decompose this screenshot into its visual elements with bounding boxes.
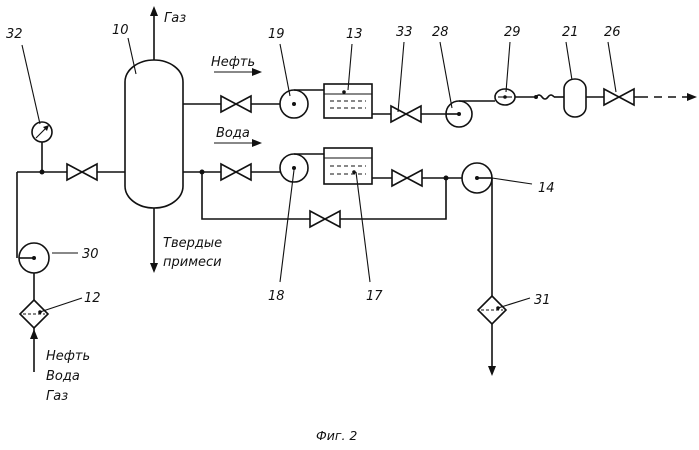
leader-lines [22, 38, 616, 312]
inlet-label-water: Вода [46, 369, 80, 384]
oil-output-arrow [687, 93, 697, 101]
solids-label-2: примеси [163, 255, 222, 270]
label-14: 14 [538, 181, 555, 196]
solids-outlet-arrow [150, 263, 158, 273]
label-29: 29 [504, 25, 521, 40]
inlet-label-oil: Нефть [46, 349, 90, 364]
water-output-arrow [488, 366, 496, 376]
water-line-label: Вода [216, 126, 250, 141]
valve-33-icon [391, 106, 421, 122]
inlet-valve-icon [67, 164, 97, 180]
oil-line-label: Нефть [211, 55, 255, 70]
pressure-gauge-32-icon [32, 122, 52, 142]
label-28: 28 [432, 25, 449, 40]
label-13: 13 [346, 27, 363, 42]
filter-12-icon [20, 300, 48, 328]
flexible-hose-icon [536, 95, 554, 99]
label-33: 33 [396, 25, 413, 40]
water-flow-arrow [252, 139, 262, 147]
inlet-label-gas: Газ [46, 389, 68, 404]
gas-outlet-arrow [150, 6, 158, 16]
label-19: 19 [268, 27, 285, 42]
label-12: 12 [84, 291, 101, 306]
inlet-feed-arrow [30, 329, 38, 339]
pump-30-icon [19, 243, 49, 273]
label-17: 17 [366, 289, 383, 304]
label-32: 32 [6, 27, 23, 42]
meter-28-icon [446, 101, 472, 127]
pump-14-icon [462, 163, 492, 193]
label-30: 30 [82, 247, 99, 262]
water-valve-icon [221, 164, 251, 180]
bypass-valve-icon [310, 211, 340, 227]
valve-26-icon [604, 89, 634, 105]
instrument-29-icon [495, 89, 515, 105]
label-18: 18 [268, 289, 285, 304]
water-valve-2-icon [392, 170, 422, 186]
label-26: 26 [604, 25, 621, 40]
label-21: 21 [562, 25, 579, 40]
gas-top-label: Газ [164, 11, 186, 26]
oil-valve-icon [221, 96, 251, 112]
vessel-21-icon [564, 79, 586, 117]
filter-31-icon [478, 296, 506, 324]
separator-10 [125, 60, 183, 208]
hose-junction-dot [534, 95, 538, 99]
label-31: 31 [534, 293, 551, 308]
solids-label-1: Твердые [163, 236, 222, 251]
pump-19-icon [280, 90, 324, 118]
label-10: 10 [112, 23, 129, 38]
figure-caption: Фиг. 2 [316, 428, 357, 443]
pump-18-icon [280, 154, 324, 182]
tank-17-icon [324, 148, 372, 184]
